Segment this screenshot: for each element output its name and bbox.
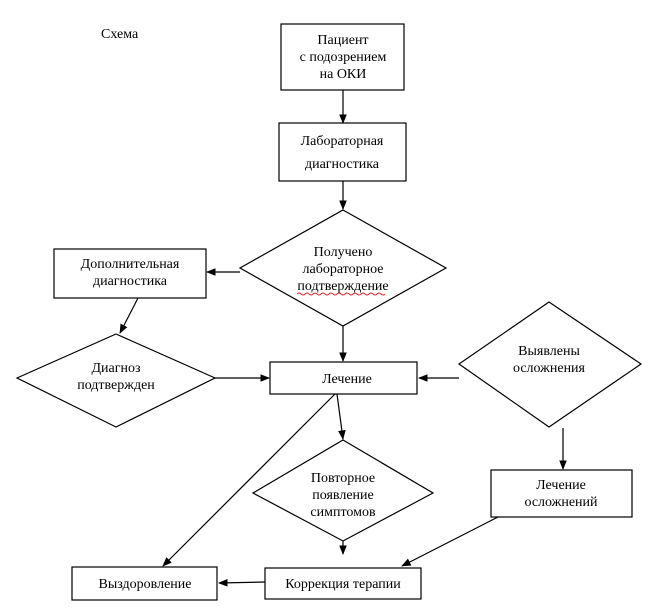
node-diagnosis-line-2: подтвержден [77, 378, 155, 393]
node-recovery-line-1: Выздоровление [99, 577, 192, 592]
node-complications-line-2: осложнения [513, 361, 586, 376]
node-compl-treatment-line-1: Лечение [536, 478, 586, 493]
node-patient-line-2: с подозрением [300, 50, 387, 65]
edge-additional-diagnosis [119, 297, 139, 334]
node-compl-treatment: Лечение осложнений [490, 469, 633, 518]
node-recurrence-line-3: симптомов [310, 505, 376, 520]
node-confirmed-line-3: подтверждение [297, 279, 388, 294]
node-diagnosis-line-1: Диагноз [91, 361, 140, 376]
node-diagnosis: Диагноз подтвержден [15, 333, 217, 428]
node-patient: Пациент с подозрением на ОКИ [280, 23, 405, 91]
node-confirmed-line-2: лабораторное [303, 262, 384, 277]
node-complications: Выявлены осложнения [457, 301, 643, 428]
node-recovery: Выздоровление [71, 566, 218, 601]
edge-treatment-recurrence [336, 393, 346, 440]
node-additional: Дополнительная диагностика [53, 248, 207, 299]
node-treatment: Лечение [269, 361, 418, 395]
spellcheck-underline [296, 292, 386, 296]
node-complications-line-1: Выявлены [518, 344, 580, 359]
edge-treatment-recovery [162, 393, 336, 567]
node-additional-line-2: диагностика [93, 274, 168, 289]
edges [119, 90, 567, 587]
node-recurrence-line-2: появление [312, 488, 374, 503]
node-recurrence-line-1: Повторное [311, 471, 375, 486]
node-treatment-line-1: Лечение [322, 372, 372, 387]
node-correction-line-1: Коррекция терапии [285, 577, 401, 592]
node-additional-line-1: Дополнительная [81, 257, 180, 272]
node-compl-treatment-line-2: осложнений [524, 495, 598, 510]
node-patient-line-3: на ОКИ [320, 67, 367, 82]
edge-correction-recovery [218, 578, 266, 587]
node-patient-line-1: Пациент [317, 33, 368, 48]
diagram-title: Схема [101, 27, 139, 42]
node-confirmed: Получено лабораторное подтверждение [238, 209, 448, 327]
node-recurrence: Повторное появление симптомов [251, 439, 435, 542]
node-correction: Коррекция терапии [264, 567, 422, 600]
node-lab-line-1: Лабораторная [301, 134, 384, 149]
node-lab-line-2: диагностика [305, 157, 380, 172]
node-lab: Лабораторная диагностика [278, 122, 407, 182]
node-confirmed-line-1: Получено [314, 245, 373, 260]
edge-compltreatment-correction [401, 516, 499, 567]
